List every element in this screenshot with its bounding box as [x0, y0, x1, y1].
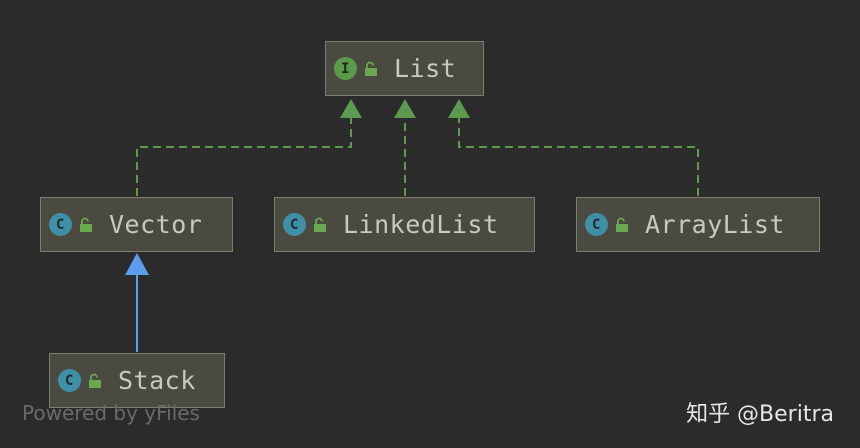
- node-label: List: [394, 54, 457, 83]
- node-label: Vector: [109, 210, 203, 239]
- node-stack[interactable]: C Stack: [49, 353, 225, 408]
- class-icon: C: [58, 369, 81, 392]
- unlocked-padlock-icon: [364, 61, 378, 77]
- watermark-label: 知乎 @Beritra: [686, 402, 834, 427]
- node-vector[interactable]: C Vector: [40, 197, 233, 252]
- node-list[interactable]: I List: [325, 41, 484, 96]
- class-icon: C: [585, 213, 608, 236]
- node-label: LinkedList: [343, 210, 499, 239]
- node-linkedlist[interactable]: C LinkedList: [274, 197, 535, 252]
- unlocked-padlock-icon: [88, 373, 102, 389]
- node-label: Stack: [118, 366, 196, 395]
- interface-icon: I: [334, 57, 357, 80]
- node-arraylist[interactable]: C ArrayList: [576, 197, 820, 252]
- class-icon: C: [49, 213, 72, 236]
- edge-stack-extends-vector: [125, 253, 149, 352]
- class-icon: C: [283, 213, 306, 236]
- unlocked-padlock-icon: [615, 217, 629, 233]
- edge-vector-implements-list: [136, 99, 362, 196]
- node-label: ArrayList: [645, 210, 785, 239]
- unlocked-padlock-icon: [313, 217, 327, 233]
- powered-by-label: Powered by yFiles: [22, 401, 200, 425]
- edge-linkedlist-implements-list: [394, 99, 416, 196]
- edge-arraylist-implements-list: [448, 99, 699, 196]
- unlocked-padlock-icon: [79, 217, 93, 233]
